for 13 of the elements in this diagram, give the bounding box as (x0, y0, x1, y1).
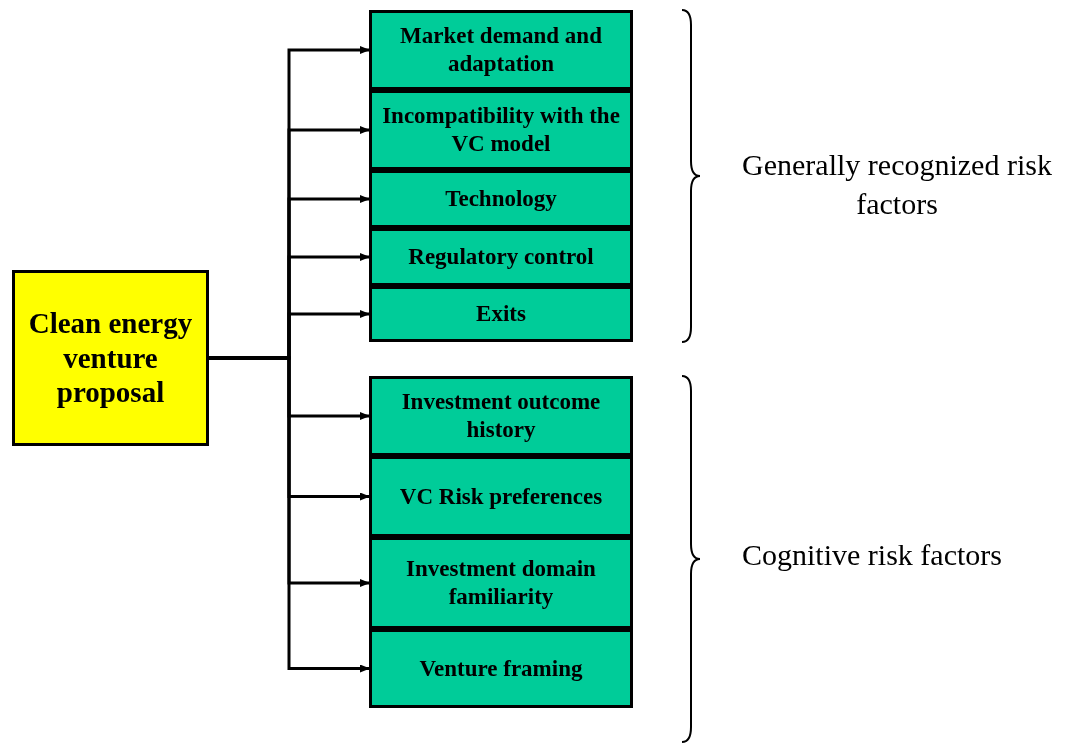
factor-box: Technology (369, 170, 633, 228)
factor-box: Exits (369, 286, 633, 342)
factor-box: Incompatibility with the VC model (369, 90, 633, 170)
factor-box: Investment outcome history (369, 376, 633, 456)
factor-box: VC Risk preferences (369, 456, 633, 537)
source-box: Clean energy venture proposal (12, 270, 209, 446)
connector-arrow (209, 356, 370, 673)
factor-box: Venture framing (369, 629, 633, 708)
group-label: Cognitive risk factors (741, 537, 1003, 573)
factor-box: Investment domain familiarity (369, 537, 633, 629)
group-label: Generally recognized risk factors (741, 147, 1053, 222)
factor-box: Market demand and adaptation (369, 10, 633, 90)
factor-box: Regulatory control (369, 228, 633, 286)
